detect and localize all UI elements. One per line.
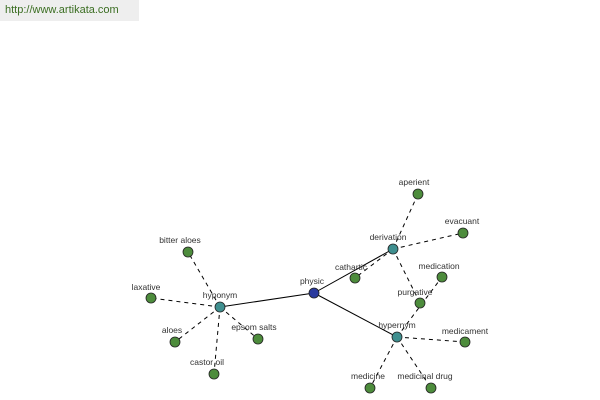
node-epsom-salts[interactable] [252,333,264,345]
node-laxative[interactable] [145,292,157,304]
node-purgative[interactable] [414,297,426,309]
node-label-castor-oil: castor oil [190,357,224,367]
node-label-aperient: aperient [399,177,430,187]
node-castor-oil[interactable] [208,368,220,380]
node-evacuant[interactable] [457,227,469,239]
labels-layer: physic hyponym derivation hypernym bitter al… [132,177,489,381]
edge-derivation-to-purgative [392,248,421,304]
node-label-bitter-aloes: bitter aloes [159,235,201,245]
node-label-evacuant: evacuant [445,216,480,226]
node-label-medicine: medicine [351,371,385,381]
node-cathartic[interactable] [349,272,361,284]
node-medicine[interactable] [364,382,376,394]
nodes-layer [145,188,471,394]
edge-hyponym-to-epsom-salts [219,306,259,340]
node-medication[interactable] [436,271,448,283]
edge-hyponym-to-castor-oil [213,306,221,375]
node-label-epsom-salts: epsom salts [231,322,276,332]
node-label-purgative: purgative [398,287,433,297]
node-label-cathartic: cathartic [335,262,368,272]
edge-hyponym-to-bitter-aloes [187,251,221,308]
node-bitter-aloes[interactable] [182,246,194,258]
edge-physic-to-hypernym [313,292,398,338]
edge-hypernym-to-medicine [369,336,398,389]
edge-derivation-to-aperient [392,193,419,250]
node-label-medicinal-drug: medicinal drug [397,371,453,381]
node-label-physic: physic [300,276,325,286]
edge-hypernym-to-medicament [396,336,466,343]
node-aperient[interactable] [412,188,424,200]
edge-hyponym-to-aloes [174,306,221,343]
node-label-medication: medication [418,261,459,271]
edge-derivation-to-evacuant [392,232,464,250]
node-label-laxative: laxative [132,282,161,292]
node-label-hyponym: hyponym [203,290,238,300]
node-label-medicament: medicament [442,326,489,336]
node-medicament[interactable] [459,336,471,348]
node-derivation[interactable] [387,243,399,255]
node-medicinal-drug[interactable] [425,382,437,394]
node-label-aloes: aloes [162,325,182,335]
node-aloes[interactable] [169,336,181,348]
edge-physic-to-derivation [313,248,394,294]
node-hyponym[interactable] [214,301,226,313]
edge-physic-to-hyponym [219,292,315,308]
node-hypernym[interactable] [391,331,403,343]
edges-layer [150,193,466,389]
node-label-derivation: derivation [370,232,407,242]
node-physic[interactable] [308,287,320,299]
edge-hypernym-to-medicinal-drug [396,336,432,389]
site-url-link[interactable]: http://www.artikata.com [0,0,139,21]
edge-hyponym-to-laxative [150,297,221,308]
node-label-hypernym: hypernym [378,320,415,330]
